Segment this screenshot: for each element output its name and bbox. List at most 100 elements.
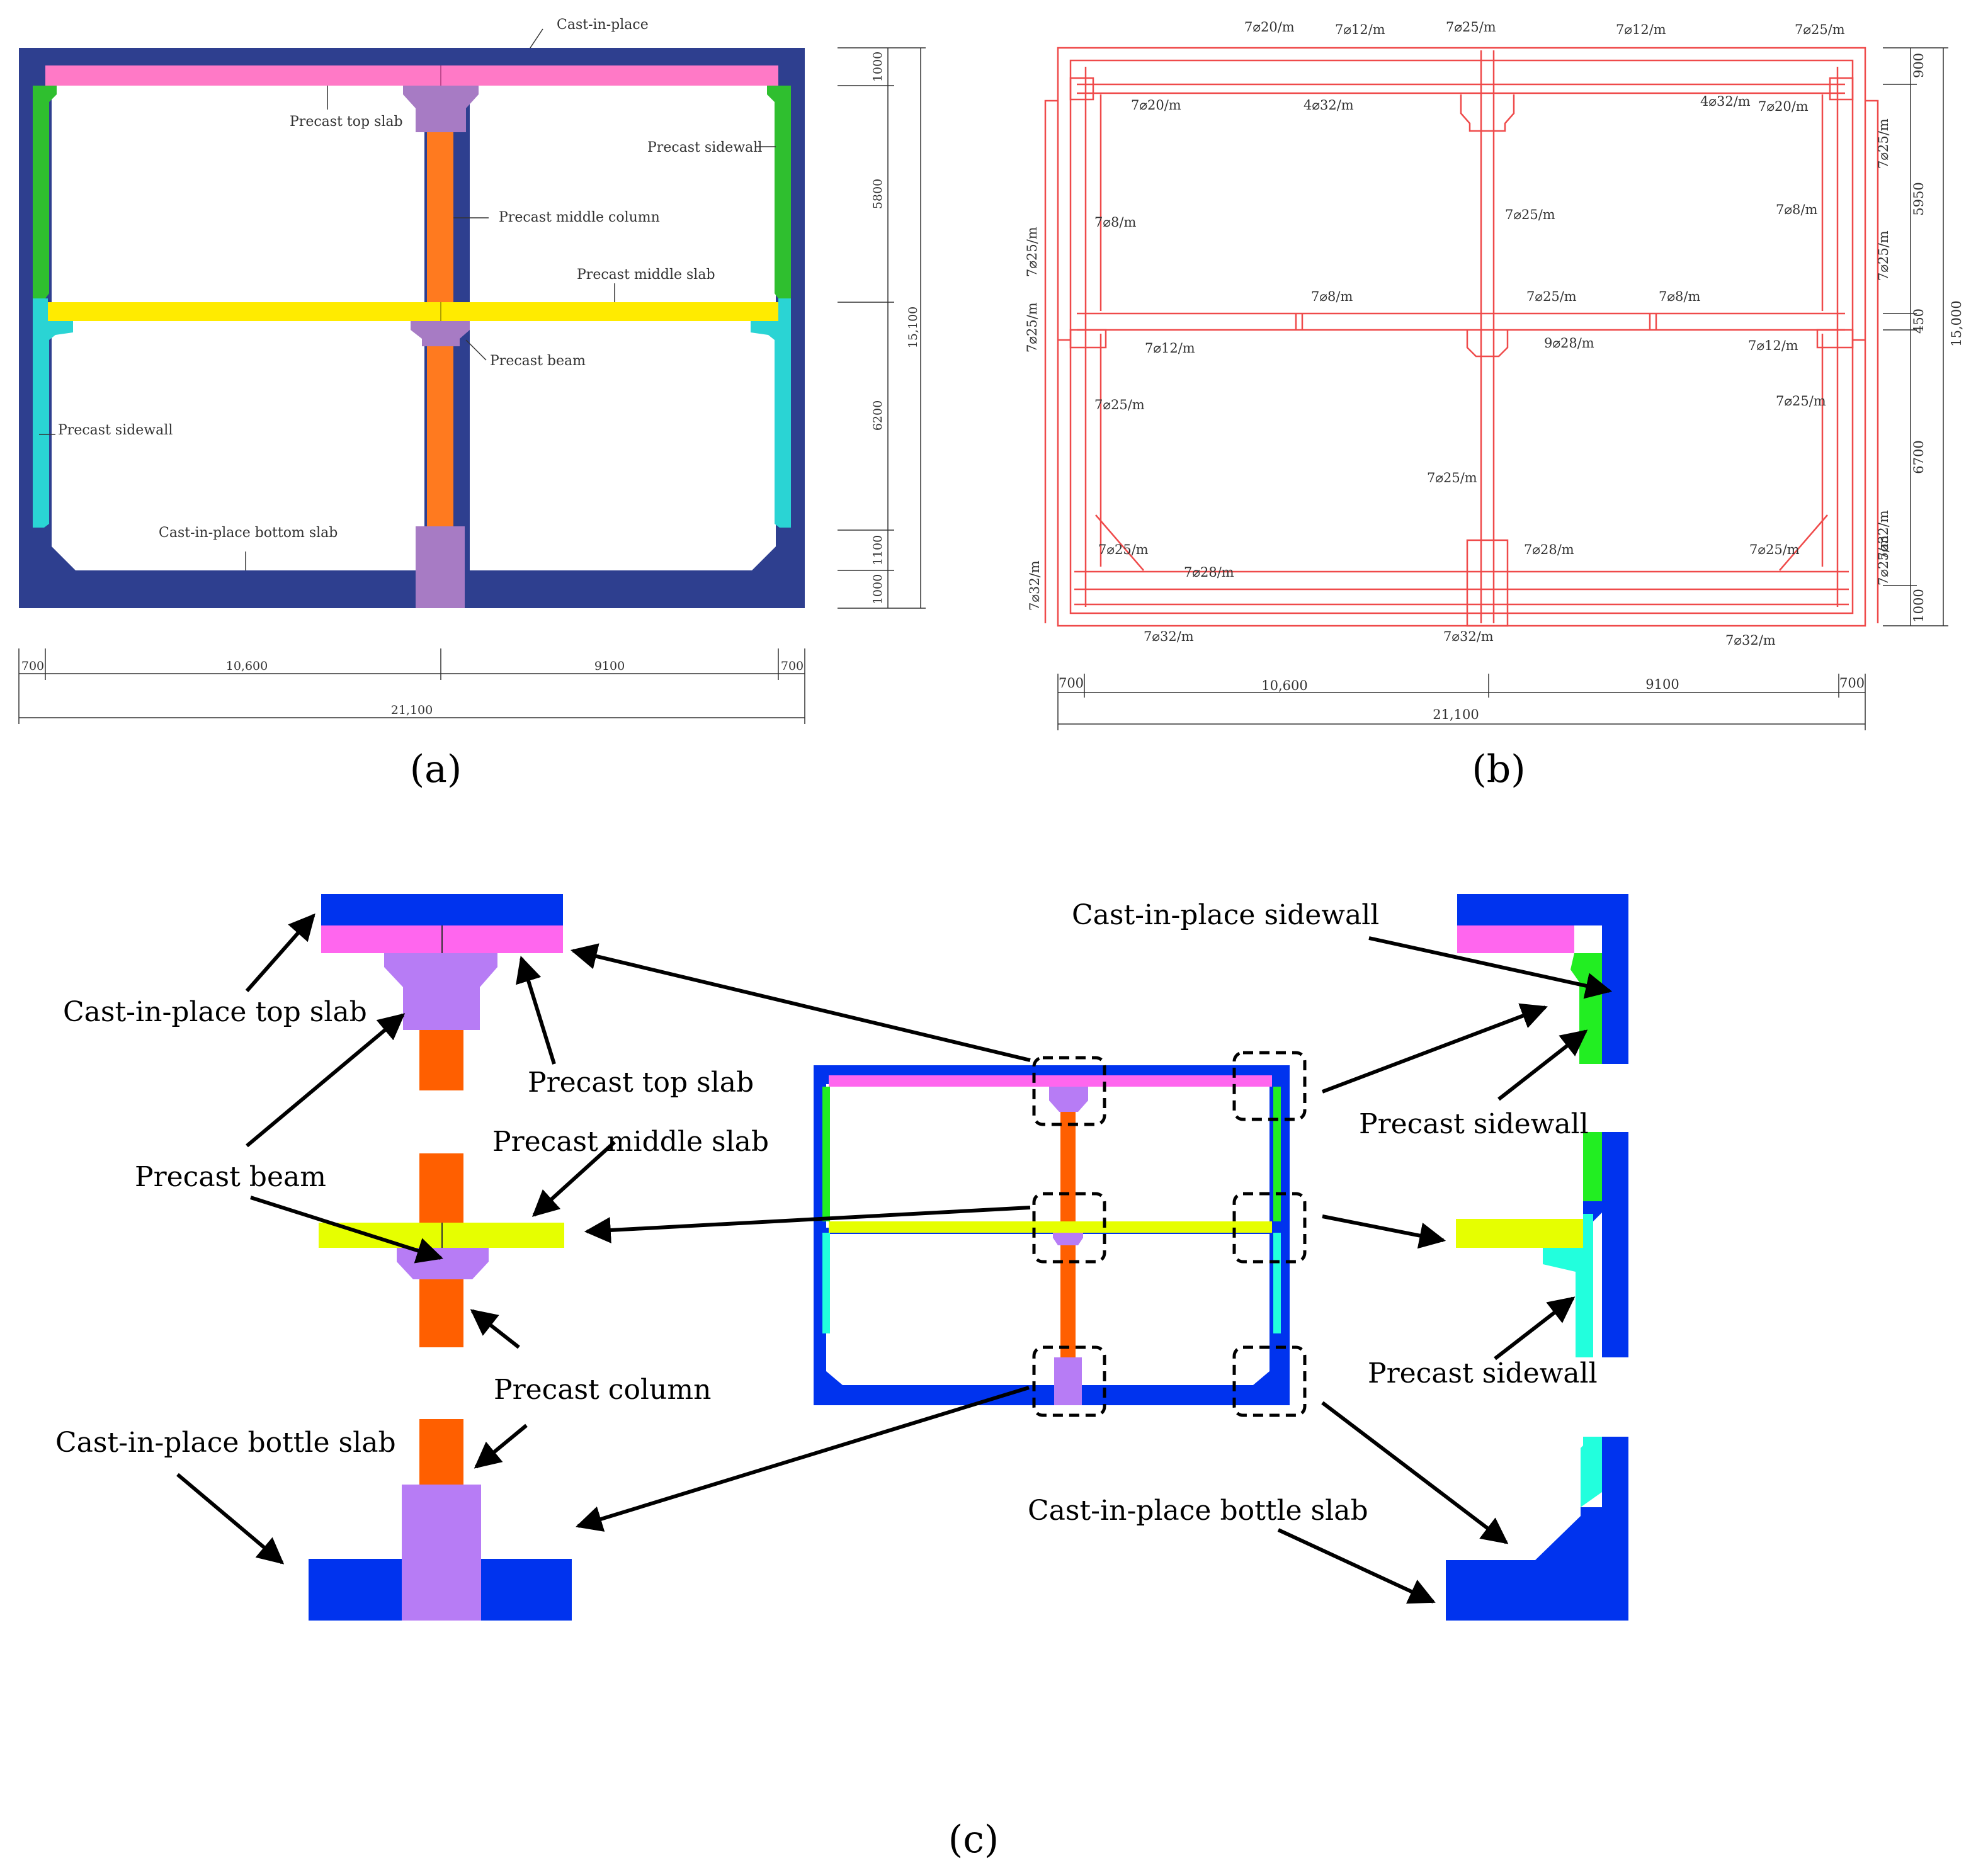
dim-b-htotal: 21,100 [1433,707,1479,722]
dim-b-h0: 700 [1059,676,1084,691]
label-precast-sidewall-bottom-a: Precast sidewall [58,422,173,438]
rebar-label: 4⌀32/m [1304,98,1354,113]
panel-c-detail-boxes [1032,1051,1307,1417]
panel-b-rebar-labels: 7⌀20/m 7⌀12/m 7⌀25/m 7⌀12/m 7⌀25/m 7⌀20/… [1025,20,1891,648]
label-c-precast-top-slab: Precast top slab [528,1067,754,1099]
dim-b-v3: 6700 [1911,440,1926,473]
rebar-label: 9⌀28/m [1544,336,1594,351]
dim-a-h3: 700 [781,659,804,673]
precast-sidewall-bottom-left-a [33,298,73,528]
cell-bottom-right [470,321,776,570]
panel-c-overview [814,1065,1290,1405]
label-precast-sidewall-top-a: Precast sidewall [647,140,762,156]
rebar-label: 7⌀25/m [1505,207,1555,222]
precast-top-beam-a [403,86,479,132]
detail-bottom-left [309,1419,572,1621]
dim-a-h1: 10,600 [226,659,268,673]
caption-c: (c) [948,1818,999,1862]
panel-a-structure [19,48,805,608]
rebar-label: 7⌀32/m [1443,629,1494,644]
dim-a-v0: 1000 [871,52,885,82]
dim-b-v2: 450 [1911,308,1926,334]
rebar-label: 7⌀28/m [1524,542,1574,557]
rebar-label: 7⌀25/m [1526,289,1577,304]
dim-b-v4: 1000 [1911,589,1926,622]
precast-top-slab-a [45,65,778,86]
rebar-label: 7⌀20/m [1758,99,1809,114]
rebar-label: 7⌀25/m [1776,393,1826,409]
dim-a-v3: 1100 [871,535,885,565]
rebar-label: 7⌀32/m [1027,560,1042,611]
panel-b-rebar-drawing [1044,47,1879,627]
detail-middle-right [1456,1132,1628,1357]
rebar-label: 7⌀25/m [1876,535,1891,586]
detail-middle-beam [397,1248,489,1279]
precast-sidewall-bottom-right-a [751,298,791,528]
detail-top-beam [384,953,497,1030]
detail-cast-bottle-slab-right [1446,1437,1628,1621]
detail-precast-sidewall-bottom [1543,1209,1593,1357]
detail-middle-left [319,1153,564,1347]
rebar-label: 7⌀20/m [1244,20,1295,35]
overview-top-slab [829,1075,1272,1087]
label-precast-middle-slab-a: Precast middle slab [577,267,715,283]
cell-bottom-left [52,321,424,570]
rebar-label: 7⌀25/m [1795,22,1845,37]
label-c-cast-sidewall: Cast-in-place sidewall [1072,899,1379,931]
dim-b-v0: 900 [1911,53,1926,78]
panel-a-dimensions [18,47,926,724]
dim-a-v2: 6200 [871,400,885,431]
label-c-cast-top-slab: Cast-in-place top slab [63,996,367,1028]
rebar-label: 7⌀32/m [1725,633,1776,648]
rebar-label: 7⌀25/m [1098,542,1149,557]
rebar-label: 7⌀20/m [1131,98,1181,113]
rebar-label: 7⌀8/m [1311,289,1353,304]
rebar-label: 7⌀25/m [1876,118,1891,169]
label-cast-in-place: Cast-in-place [557,17,649,33]
detail-top-left [321,894,563,1090]
rebar-label: 7⌀8/m [1776,202,1817,217]
precast-middle-slab-a [48,302,778,321]
rebar-label: 7⌀25/m [1025,227,1040,277]
dim-a-h2: 9100 [594,659,625,673]
rebar-label: 7⌀12/m [1145,341,1195,356]
rebar-label: 7⌀25/m [1094,397,1145,412]
panel-a-labels: Cast-in-place Precast top slab Precast s… [39,17,776,570]
detail-column-base [402,1485,481,1621]
panel-c-arrows [176,913,1613,1604]
dim-b-v1: 5950 [1911,182,1926,215]
label-precast-beam-a: Precast beam [490,353,586,369]
dim-b-h1: 10,600 [1261,678,1307,693]
label-c-precast-sidewall-top: Precast sidewall [1359,1108,1589,1140]
detail-bottom-right [1446,1437,1628,1621]
label-c-precast-beam: Precast beam [135,1161,326,1193]
panel-c-labels: Cast-in-place top slab Precast top slab … [55,899,1598,1527]
detail-cast-top-slab [321,894,563,925]
label-precast-top-slab-a: Precast top slab [290,114,403,130]
dim-b-h2: 9100 [1645,677,1679,692]
caption-b: (b) [1472,747,1525,791]
rebar-label: 7⌀25/m [1749,542,1800,557]
label-cast-in-place-bottom-slab-a: Cast-in-place bottom slab [159,525,338,541]
dim-a-htotal: 21,100 [391,703,433,717]
cell-top-left [52,86,424,302]
label-c-cast-bottle-slab-right: Cast-in-place bottle slab [1028,1495,1368,1527]
precast-sidewall-top-left-a [33,86,57,298]
label-c-precast-middle-slab: Precast middle slab [492,1126,769,1158]
panel-b-dim-text: 900 5950 450 6700 1000 15,000 700 10,600… [1059,53,1964,722]
precast-middle-beam-a [411,321,470,346]
detail-top-right [1457,894,1628,1064]
label-c-precast-column: Precast column [494,1374,711,1406]
bottom-column-base-a [416,526,465,608]
rebar-label: 7⌀28/m [1184,565,1234,580]
rebar-label: 7⌀12/m [1335,22,1385,37]
rebar-label: 7⌀25/m [1876,230,1891,281]
dim-a-vtotal: 15,100 [906,307,920,348]
label-c-cast-bottle-slab-left: Cast-in-place bottle slab [55,1427,396,1459]
label-precast-middle-column-a: Precast middle column [499,210,660,225]
caption-a: (a) [410,747,462,791]
detail-precast-sidewall-top [1571,953,1602,1064]
dim-b-vtotal: 15,000 [1949,300,1964,346]
label-c-precast-sidewall-bottom: Precast sidewall [1368,1357,1598,1389]
